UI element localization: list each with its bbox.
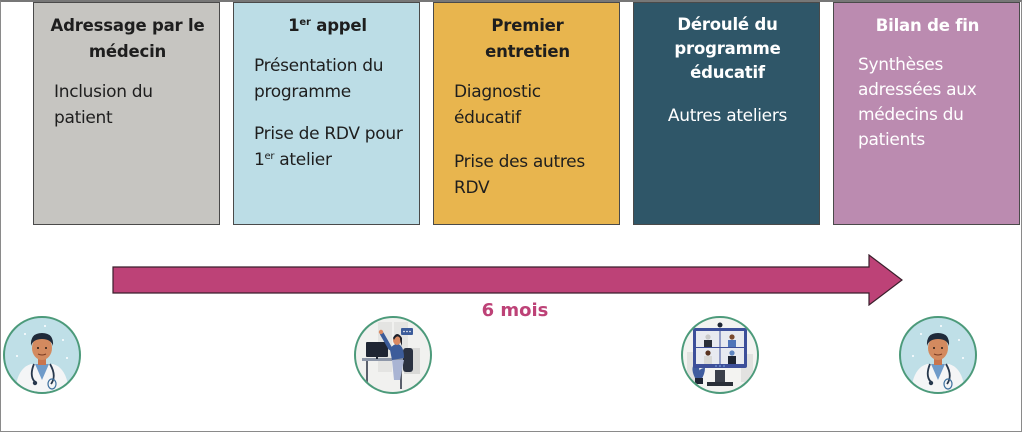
ordinal-suffix: er	[264, 151, 275, 162]
step-final-review: Bilan de fin Synthèses adressées aux méd…	[833, 2, 1020, 225]
doctor-icon	[3, 316, 81, 394]
step-title: Déroulé du programme éducatif	[674, 15, 781, 82]
phone-call-icon	[354, 316, 432, 394]
step-first-call: 1er appel Présentation du programme Pris…	[233, 2, 420, 225]
step-body-line: Inclusion du patient	[54, 82, 153, 128]
step-body: Inclusion du patient	[50, 79, 205, 131]
step-body: Présentation du programme Prise de RDV p…	[250, 53, 405, 173]
doctor-icon	[899, 316, 977, 394]
title-number: 1	[288, 16, 300, 35]
timeline-arrow-icon	[112, 254, 903, 306]
timeline-arrow-shape	[112, 254, 903, 306]
line-text: atelier	[274, 150, 332, 170]
step-title: 1er appel	[250, 13, 405, 39]
step-body: Synthèses adressées aux médecins du pati…	[850, 53, 1005, 153]
video-conference-icon	[681, 316, 759, 394]
step-title: Bilan de fin	[875, 16, 980, 35]
step-body-line: Présentation du programme	[254, 56, 384, 102]
step-body: Autres ateliers	[650, 103, 805, 129]
duration-label: 6 mois	[481, 300, 549, 321]
step-title: Premier entretien	[485, 16, 570, 61]
step-body-line: Prise de RDV pour 1er atelier	[254, 121, 405, 173]
step-program-progress: Déroulé du programme éducatif Autres ate…	[633, 2, 820, 225]
title-text: appel	[310, 16, 367, 35]
step-title: Adressage par le médecin	[50, 16, 205, 61]
step-first-interview: Premier entretien Diagnostic éducatif Pr…	[433, 2, 620, 225]
title-ordinal-suffix: er	[299, 17, 311, 28]
step-body-line: Autres ateliers	[667, 106, 788, 126]
step-body: Diagnostic éducatif Prise des autres RDV	[450, 79, 605, 201]
step-referral: Adressage par le médecin Inclusion du pa…	[33, 2, 220, 225]
step-body-line: Diagnostic éducatif	[454, 82, 541, 128]
line-text: Prise de RDV pour 1	[254, 124, 403, 170]
step-body-line: Prise des autres RDV	[454, 152, 585, 198]
step-body-line: Synthèses adressées aux médecins du pati…	[858, 55, 977, 150]
